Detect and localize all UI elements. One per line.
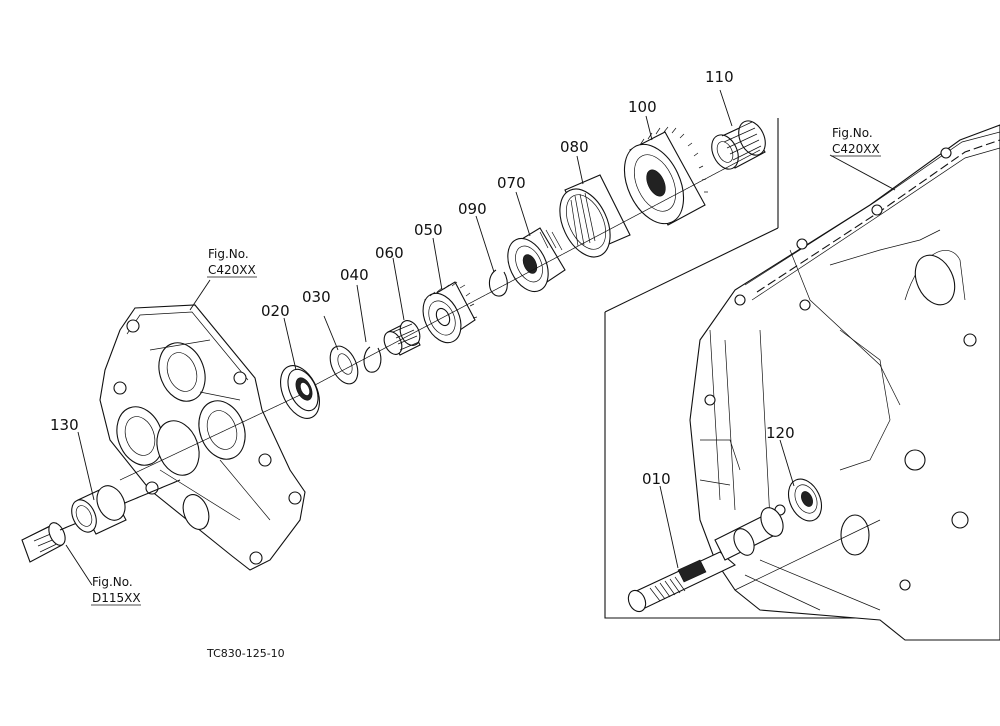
fig-ref-code: C420XX (208, 263, 256, 277)
figure-reference-cover: Fig.No. C420XX (207, 247, 257, 278)
fig-ref-code: D115XX (92, 591, 141, 605)
label-020: 020 (261, 302, 290, 320)
label-080: 080 (560, 138, 589, 156)
case-reference-frame (604, 118, 900, 619)
part-080-ring (559, 174, 631, 258)
label-060: 060 (375, 244, 404, 262)
part-number-labels: 010 020 030 040 050 060 070 080 090 100 … (50, 68, 795, 488)
label-090: 090 (458, 200, 487, 218)
figure-reference-shaft: Fig.No. D115XX (91, 575, 141, 606)
transmission-case (689, 124, 1000, 641)
fig-ref-code: C420XX (832, 142, 880, 156)
fig-ref-prefix: Fig.No. (208, 247, 249, 261)
part-110-needle-bearing (711, 120, 766, 170)
label-120: 120 (766, 424, 795, 442)
part-100-gear (623, 126, 708, 226)
part-090-snap-ring (488, 269, 508, 297)
part-060-needle-bearing (383, 320, 421, 356)
label-110: 110 (705, 68, 734, 86)
fig-ref-prefix: Fig.No. (92, 575, 133, 589)
part-130-bushing (71, 485, 127, 535)
drawing-code: TC830-125-10 (206, 647, 285, 660)
label-030: 030 (302, 288, 331, 306)
label-100: 100 (628, 98, 657, 116)
label-070: 070 (497, 174, 526, 192)
cover-plate (99, 304, 306, 571)
label-130: 130 (50, 416, 79, 434)
fig-ref-prefix: Fig.No. (832, 126, 873, 140)
part-010-main-shaft (627, 507, 881, 613)
label-040: 040 (340, 266, 369, 284)
part-030-washer (329, 345, 359, 385)
input-shaft-stub (21, 479, 181, 563)
figure-reference-case: Fig.No. C420XX (831, 126, 881, 157)
part-070-bearing (507, 227, 566, 293)
part-040-snap-ring (363, 346, 382, 373)
part-020-ball-bearing (280, 365, 320, 419)
label-050: 050 (414, 221, 443, 239)
leader-lines (65, 89, 896, 586)
label-010: 010 (642, 470, 671, 488)
part-120-bearing (787, 478, 823, 522)
